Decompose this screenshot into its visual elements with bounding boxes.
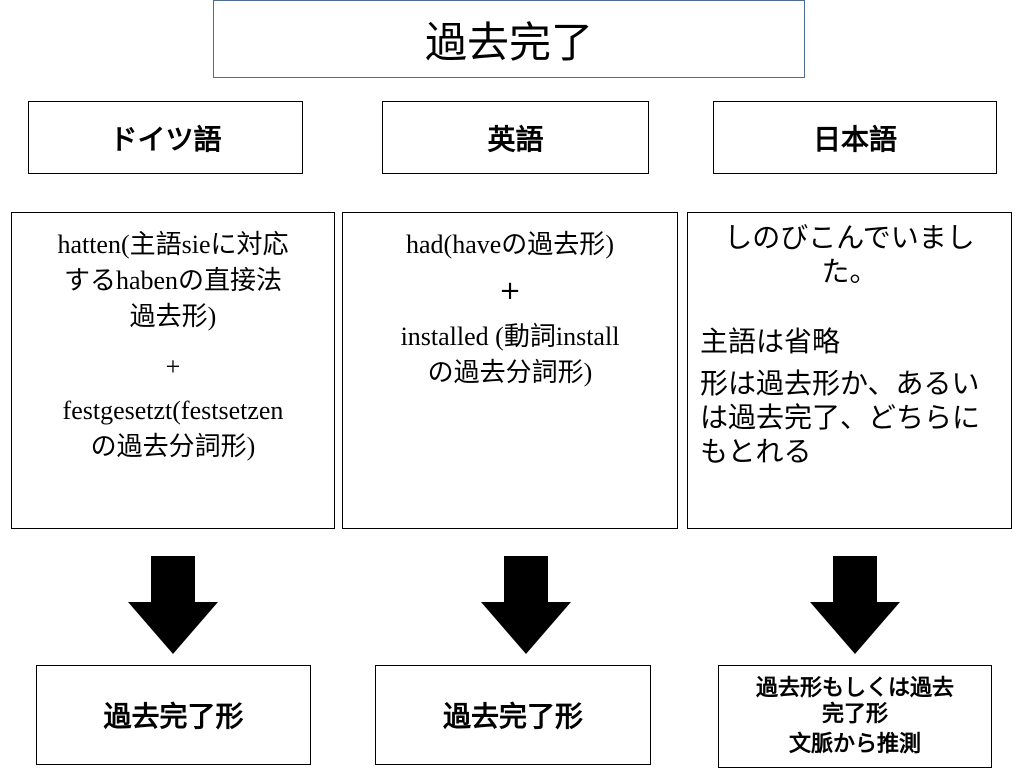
japanese-note-2: 形は過去形か、あるいは過去完了、どちらにもとれる [700, 367, 981, 468]
japanese-result-line-1: 過去形もしくは過去 [755, 675, 954, 701]
english-header: 英語 [382, 101, 649, 174]
german-description: hatten(主語sieに対応 するhabenの直接法 過去形) + festg… [11, 212, 335, 529]
japanese-description: しのびこんでいました。 主語は省略 形は過去形か、あるいは過去完了、どちらにもと… [687, 212, 1012, 529]
arrow-down-icon [481, 556, 571, 654]
japanese-result: 過去形もしくは過去 完了形 文脈から推測 [718, 665, 992, 768]
japanese-note-1: 主語は省略 [700, 325, 841, 358]
japanese-example: しのびこんでいました。 [724, 221, 975, 288]
arrow-down-icon [810, 556, 900, 654]
german-line-6: の過去分詞形) [90, 432, 256, 462]
english-line-4: の過去分詞形) [427, 358, 593, 388]
japanese-header: 日本語 [713, 101, 997, 174]
english-description: had(haveの過去形) + installed (動詞install の過去… [342, 212, 678, 529]
german-plus: + [165, 352, 181, 381]
german-line-5: festgesetzt(festsetzen [62, 396, 284, 425]
german-header: ドイツ語 [28, 101, 303, 174]
english-plus: + [499, 276, 521, 306]
german-line-2: するhabenの直接法 [63, 266, 283, 296]
japanese-result-line-2: 完了形 [821, 701, 888, 727]
page-title: 過去完了 [213, 0, 805, 78]
german-result: 過去完了形 [36, 665, 311, 765]
arrow-down-icon [128, 556, 218, 654]
german-line-3: 過去形) [129, 302, 217, 332]
english-result: 過去完了形 [375, 665, 651, 765]
japanese-notes: 主語は省略 形は過去形か、あるいは過去完了、どちらにもとれる [700, 325, 999, 469]
english-line-3: installed (動詞install [400, 322, 620, 352]
english-line-1: had(haveの過去形) [406, 230, 614, 260]
japanese-result-line-3: 文脈から推測 [788, 731, 921, 757]
german-line-1: hatten(主語sieに対応 [57, 230, 289, 260]
